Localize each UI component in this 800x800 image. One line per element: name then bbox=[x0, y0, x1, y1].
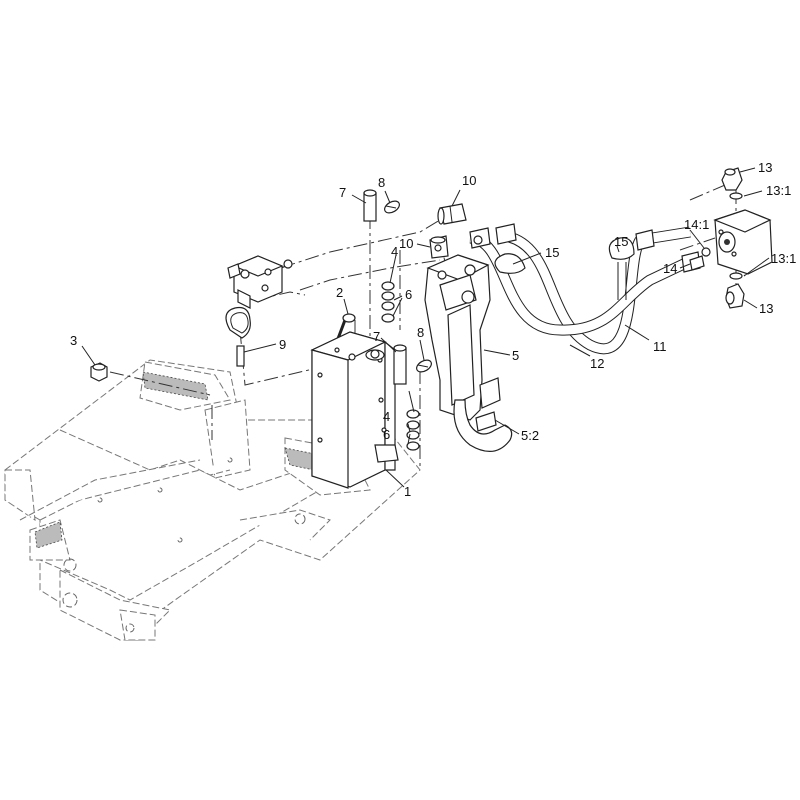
hydraulic-pump bbox=[713, 209, 773, 275]
callout-6-upper: 6 bbox=[405, 287, 412, 302]
part-8-upper-clip bbox=[384, 200, 400, 214]
part-13-upper-elbow bbox=[721, 167, 743, 191]
callout-8-upper: 8 bbox=[378, 175, 385, 190]
part-10-lower-fitting bbox=[429, 235, 449, 259]
hose-11 bbox=[468, 232, 691, 336]
part-7-lower-pin bbox=[393, 344, 407, 385]
callout-6-lower: 6 bbox=[383, 427, 390, 442]
callout-7-upper: 7 bbox=[339, 185, 346, 200]
callout-14: 14 bbox=[663, 261, 677, 276]
callout-9: 9 bbox=[279, 337, 286, 352]
callout-7-lower: 7 bbox=[373, 329, 380, 344]
callout-1: 1 bbox=[404, 484, 411, 499]
part-15-clamp-left bbox=[494, 253, 526, 274]
callout-4-upper: 4 bbox=[391, 244, 398, 259]
lower-washers bbox=[406, 409, 420, 451]
callout-15-left: 15 bbox=[545, 245, 559, 260]
part-15-clamp-right bbox=[608, 237, 635, 300]
part-1-mounting-plate bbox=[310, 331, 399, 489]
callout-4-lower: 4 bbox=[383, 409, 390, 424]
part-13-lower-elbow bbox=[725, 283, 745, 309]
callout-13-1-upper: 13:1 bbox=[766, 183, 791, 198]
hose-12 bbox=[503, 226, 691, 354]
part-8-lower-clip bbox=[416, 359, 432, 373]
part-9-lock-pin bbox=[225, 306, 251, 367]
part-14-fitting bbox=[689, 255, 705, 271]
callout-15-right: 15 bbox=[614, 234, 628, 249]
part-14-1-oring bbox=[701, 247, 711, 257]
part-10-upper-fitting bbox=[437, 203, 467, 225]
control-valve bbox=[227, 255, 293, 309]
callout-14-1: 14:1 bbox=[684, 217, 709, 232]
callout-3: 3 bbox=[70, 333, 77, 348]
leader-13-1-lower bbox=[743, 257, 770, 277]
callout-12: 12 bbox=[590, 356, 604, 371]
part-7-upper-pin bbox=[363, 189, 377, 222]
callout-13-lower: 13 bbox=[759, 301, 773, 316]
callout-5-2: 5:2 bbox=[521, 428, 539, 443]
callout-13-upper: 13 bbox=[758, 160, 772, 175]
part-5-bracket bbox=[424, 254, 501, 421]
callout-labels: 1 2 3 4 4 5 5:2 6 6 7 7 8 8 9 10 10 11 1… bbox=[70, 160, 796, 499]
callout-2: 2 bbox=[336, 285, 343, 300]
part-3-nut bbox=[90, 362, 108, 382]
upper-washers bbox=[381, 281, 395, 323]
leader-lines bbox=[81, 167, 763, 488]
callout-10-upper: 10 bbox=[462, 173, 476, 188]
part-13-1-upper-oring bbox=[729, 192, 743, 200]
callout-13-1-lower: 13:1 bbox=[771, 251, 796, 266]
callout-5: 5 bbox=[512, 348, 519, 363]
part-13-1-lower-oring bbox=[729, 272, 743, 280]
callout-8-lower: 8 bbox=[417, 325, 424, 340]
callout-10-lower: 10 bbox=[399, 236, 413, 251]
callout-11: 11 bbox=[653, 339, 667, 354]
